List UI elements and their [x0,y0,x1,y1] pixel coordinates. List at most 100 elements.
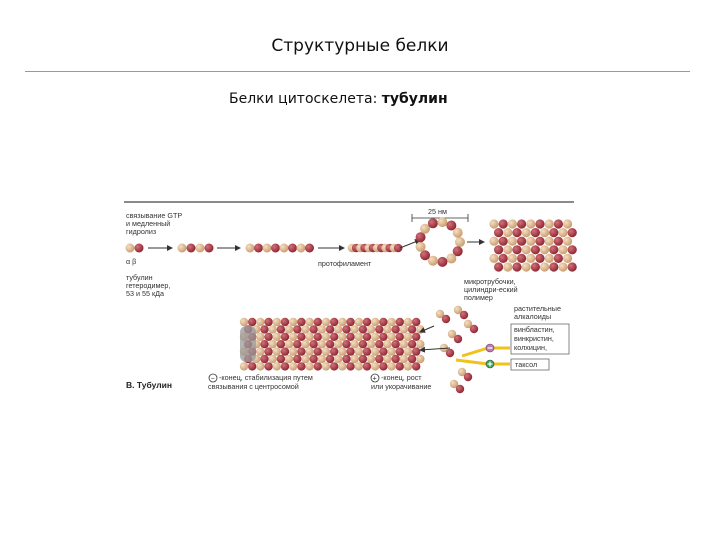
subunit [289,347,298,356]
subunit [540,245,550,255]
subunit [272,347,281,356]
short-oligomer [245,243,314,253]
subunit [393,243,403,253]
subunit [260,325,269,334]
subunit [395,317,404,327]
subunit [309,325,318,334]
drug-colchicine: колхицин, [514,343,547,352]
subunit [517,236,527,246]
subunit [256,347,265,356]
subunit [279,243,289,253]
panel-label: B. Тубулин [126,380,172,390]
subunit [371,332,380,341]
size-label: 25 нм [428,207,447,216]
inhibition-bar-taxol [455,358,510,366]
subunit [362,362,372,371]
subunit [334,325,343,334]
subunit [371,317,380,327]
subunit [284,340,294,349]
subunit [280,362,290,371]
subunit [507,253,517,263]
subunit [248,317,257,327]
alpha-beta-label: α β [126,257,136,266]
free-dimer-alpha [457,367,467,377]
arrow-disassembly [419,346,451,353]
subunit [334,340,343,349]
plus-end-label-1: -конец, рост [381,373,422,382]
subunit [268,325,277,334]
subunit [507,219,517,229]
tubulin-dimer [125,243,144,253]
subunit [446,220,457,231]
subunit [338,332,347,341]
subunit [498,219,508,229]
subunit [276,325,286,334]
subunit [264,332,273,341]
subunit [407,354,417,364]
subunit [366,354,376,364]
subunit [567,245,577,255]
free-dimer-beta [459,310,469,320]
subunit [268,354,277,364]
tubulin-label-2: гетеродимер, [126,281,170,290]
subunit [342,340,351,349]
subunit [272,317,281,327]
subunit [416,340,425,349]
subunit [446,253,457,264]
subunit [325,340,335,349]
subunit [503,262,513,272]
subunit [297,362,306,371]
subunit [362,347,372,356]
subunit [248,362,257,371]
subunit [498,236,508,246]
subunit [317,354,327,364]
subunit [387,362,396,371]
subunit [383,340,392,349]
subunit [313,317,322,327]
subunit [530,228,540,238]
subunit [305,332,314,341]
subunit [512,228,522,238]
microtubule-segment-top [489,219,577,272]
subunit [289,362,298,371]
subunit [346,362,355,371]
subunit [313,347,322,356]
subunit [379,362,388,371]
subunit [427,218,438,229]
subunit [262,243,272,253]
subunit [256,332,265,341]
subunit [350,325,359,334]
subunit [412,362,421,371]
subunit [489,253,499,263]
tubulin-label-1: тубулин [126,273,153,282]
subunit [366,340,376,349]
plus-end-icon [370,373,380,383]
subunit [399,354,409,364]
subunit [535,219,545,229]
subunit [549,245,559,255]
free-dimer-alpha [449,379,459,389]
subunit [540,228,550,238]
subunit [280,332,290,341]
subunit [276,340,286,349]
free-dimer-alpha [463,319,473,329]
subunit [437,217,448,228]
minus-end-label-2: связывания с центросомой [208,382,299,391]
subunit [342,325,351,334]
subunit [309,340,318,349]
subunit [416,354,425,364]
subunit [272,362,281,371]
subunit [371,347,380,356]
subunit [239,317,249,327]
subunit [553,253,563,263]
alkaloid-box [510,323,570,355]
gtp-label-2: и медленный [126,219,170,228]
plus-end-label-2: или укорачивание [371,382,431,391]
subunit [494,262,504,272]
subunit [264,362,273,371]
tubulin-label-3: 53 и 55 кДа [126,289,164,298]
subunit [387,347,396,356]
subunit [387,332,396,341]
subunit [512,245,522,255]
free-dimer-beta [441,314,451,324]
